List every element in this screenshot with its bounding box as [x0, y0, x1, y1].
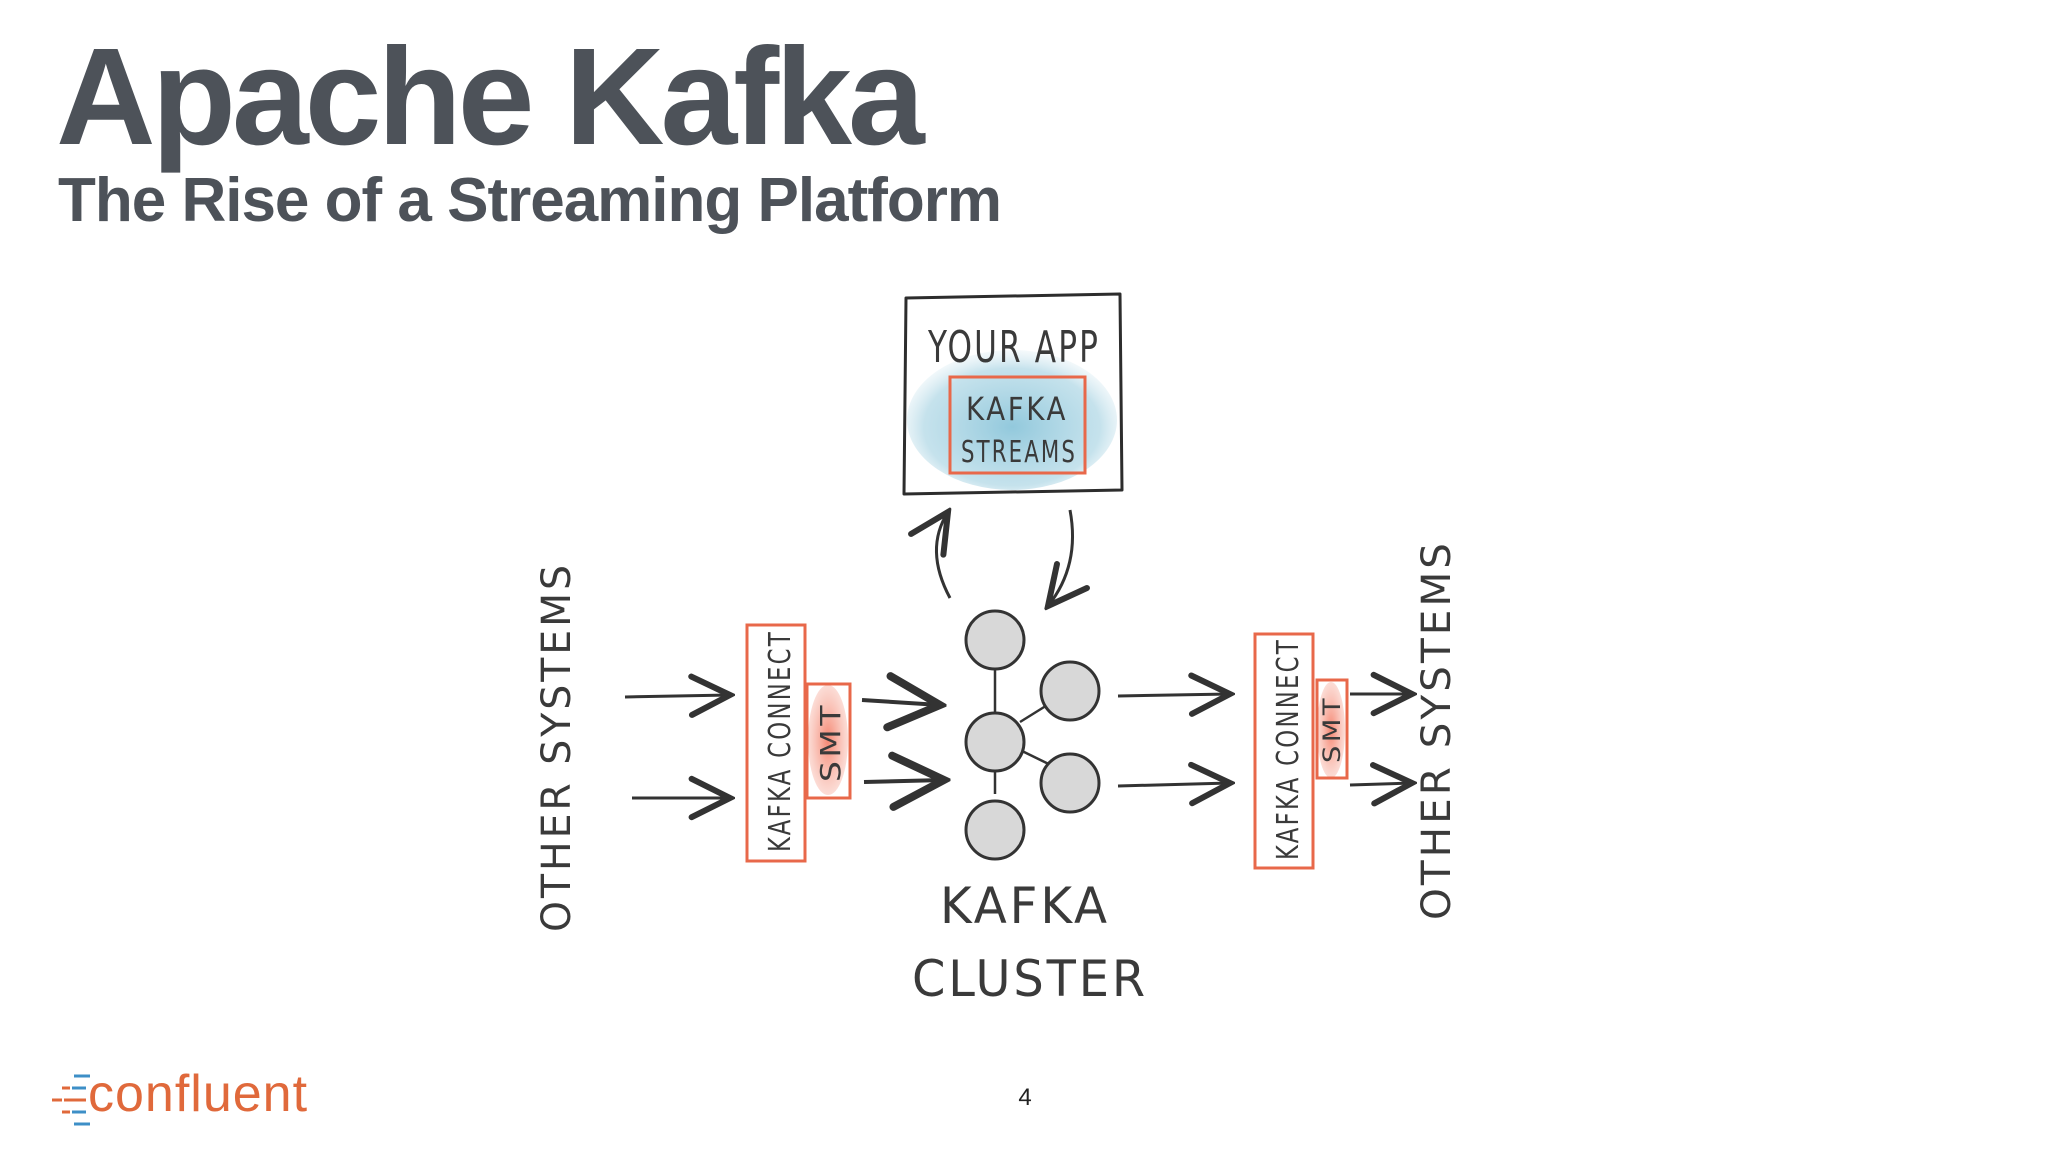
input-arrow-upper: [624, 695, 730, 697]
right-smt-box: SMT: [1315, 678, 1349, 780]
kafka-cluster: [964, 609, 1101, 861]
left-other-systems-label: OTHER SYSTEMS: [534, 562, 580, 932]
slide-subtitle: The Rise of a Streaming Platform: [58, 166, 1002, 235]
cluster-to-connect-arrow-upper: [1117, 694, 1230, 696]
broker-node: [1039, 660, 1101, 722]
page-number: 4: [1018, 1084, 1032, 1111]
connect-to-cluster-arrow-upper: [861, 700, 940, 705]
output-arrow-lower: [1349, 783, 1412, 785]
kafka-streams-label-line2: STREAMS: [961, 435, 1077, 470]
left-smt-box: SMT: [805, 682, 852, 800]
broker-node: [964, 799, 1026, 861]
kafka-streams-label-line1: KAFKA: [966, 390, 1068, 428]
your-app-box: YOUR APP KAFKA STREAMS: [902, 292, 1124, 496]
your-app-label: YOUR APP: [927, 322, 1100, 373]
left-smt-label: SMT: [814, 702, 847, 782]
left-kafka-connect-label: KAFKA CONNECT: [763, 630, 798, 852]
right-kafka-connect-box: KAFKA CONNECT: [1253, 632, 1315, 870]
broker-node: [964, 711, 1026, 773]
kafka-streams-box: [948, 375, 1087, 475]
kafka-cluster-label-line1: KAFKA: [940, 877, 1110, 935]
right-smt-label: SMT: [1318, 695, 1346, 763]
left-kafka-connect-box: KAFKA CONNECT: [745, 623, 807, 863]
right-kafka-connect-label: KAFKA CONNECT: [1271, 638, 1306, 860]
connect-to-cluster-arrow-lower: [863, 780, 944, 782]
cluster-to-app-arrow: [936, 512, 950, 599]
kafka-cluster-label-line2: CLUSTER: [912, 950, 1148, 1008]
broker-node: [964, 609, 1026, 671]
confluent-logo-text: confluent: [88, 1065, 309, 1123]
kafka-architecture-diagram: YOUR APP KAFKA STREAMS OTHER SYSTEMS KAF…: [534, 292, 1460, 1008]
cluster-to-connect-arrow-lower: [1117, 783, 1230, 786]
right-other-systems-label: OTHER SYSTEMS: [1414, 540, 1460, 920]
confluent-logo-mark: [52, 1074, 90, 1126]
confluent-logo: confluent: [52, 1068, 322, 1128]
slide-title: Apache Kafka: [56, 20, 925, 174]
app-to-cluster-arrow: [1048, 509, 1072, 606]
broker-node: [1039, 752, 1101, 814]
